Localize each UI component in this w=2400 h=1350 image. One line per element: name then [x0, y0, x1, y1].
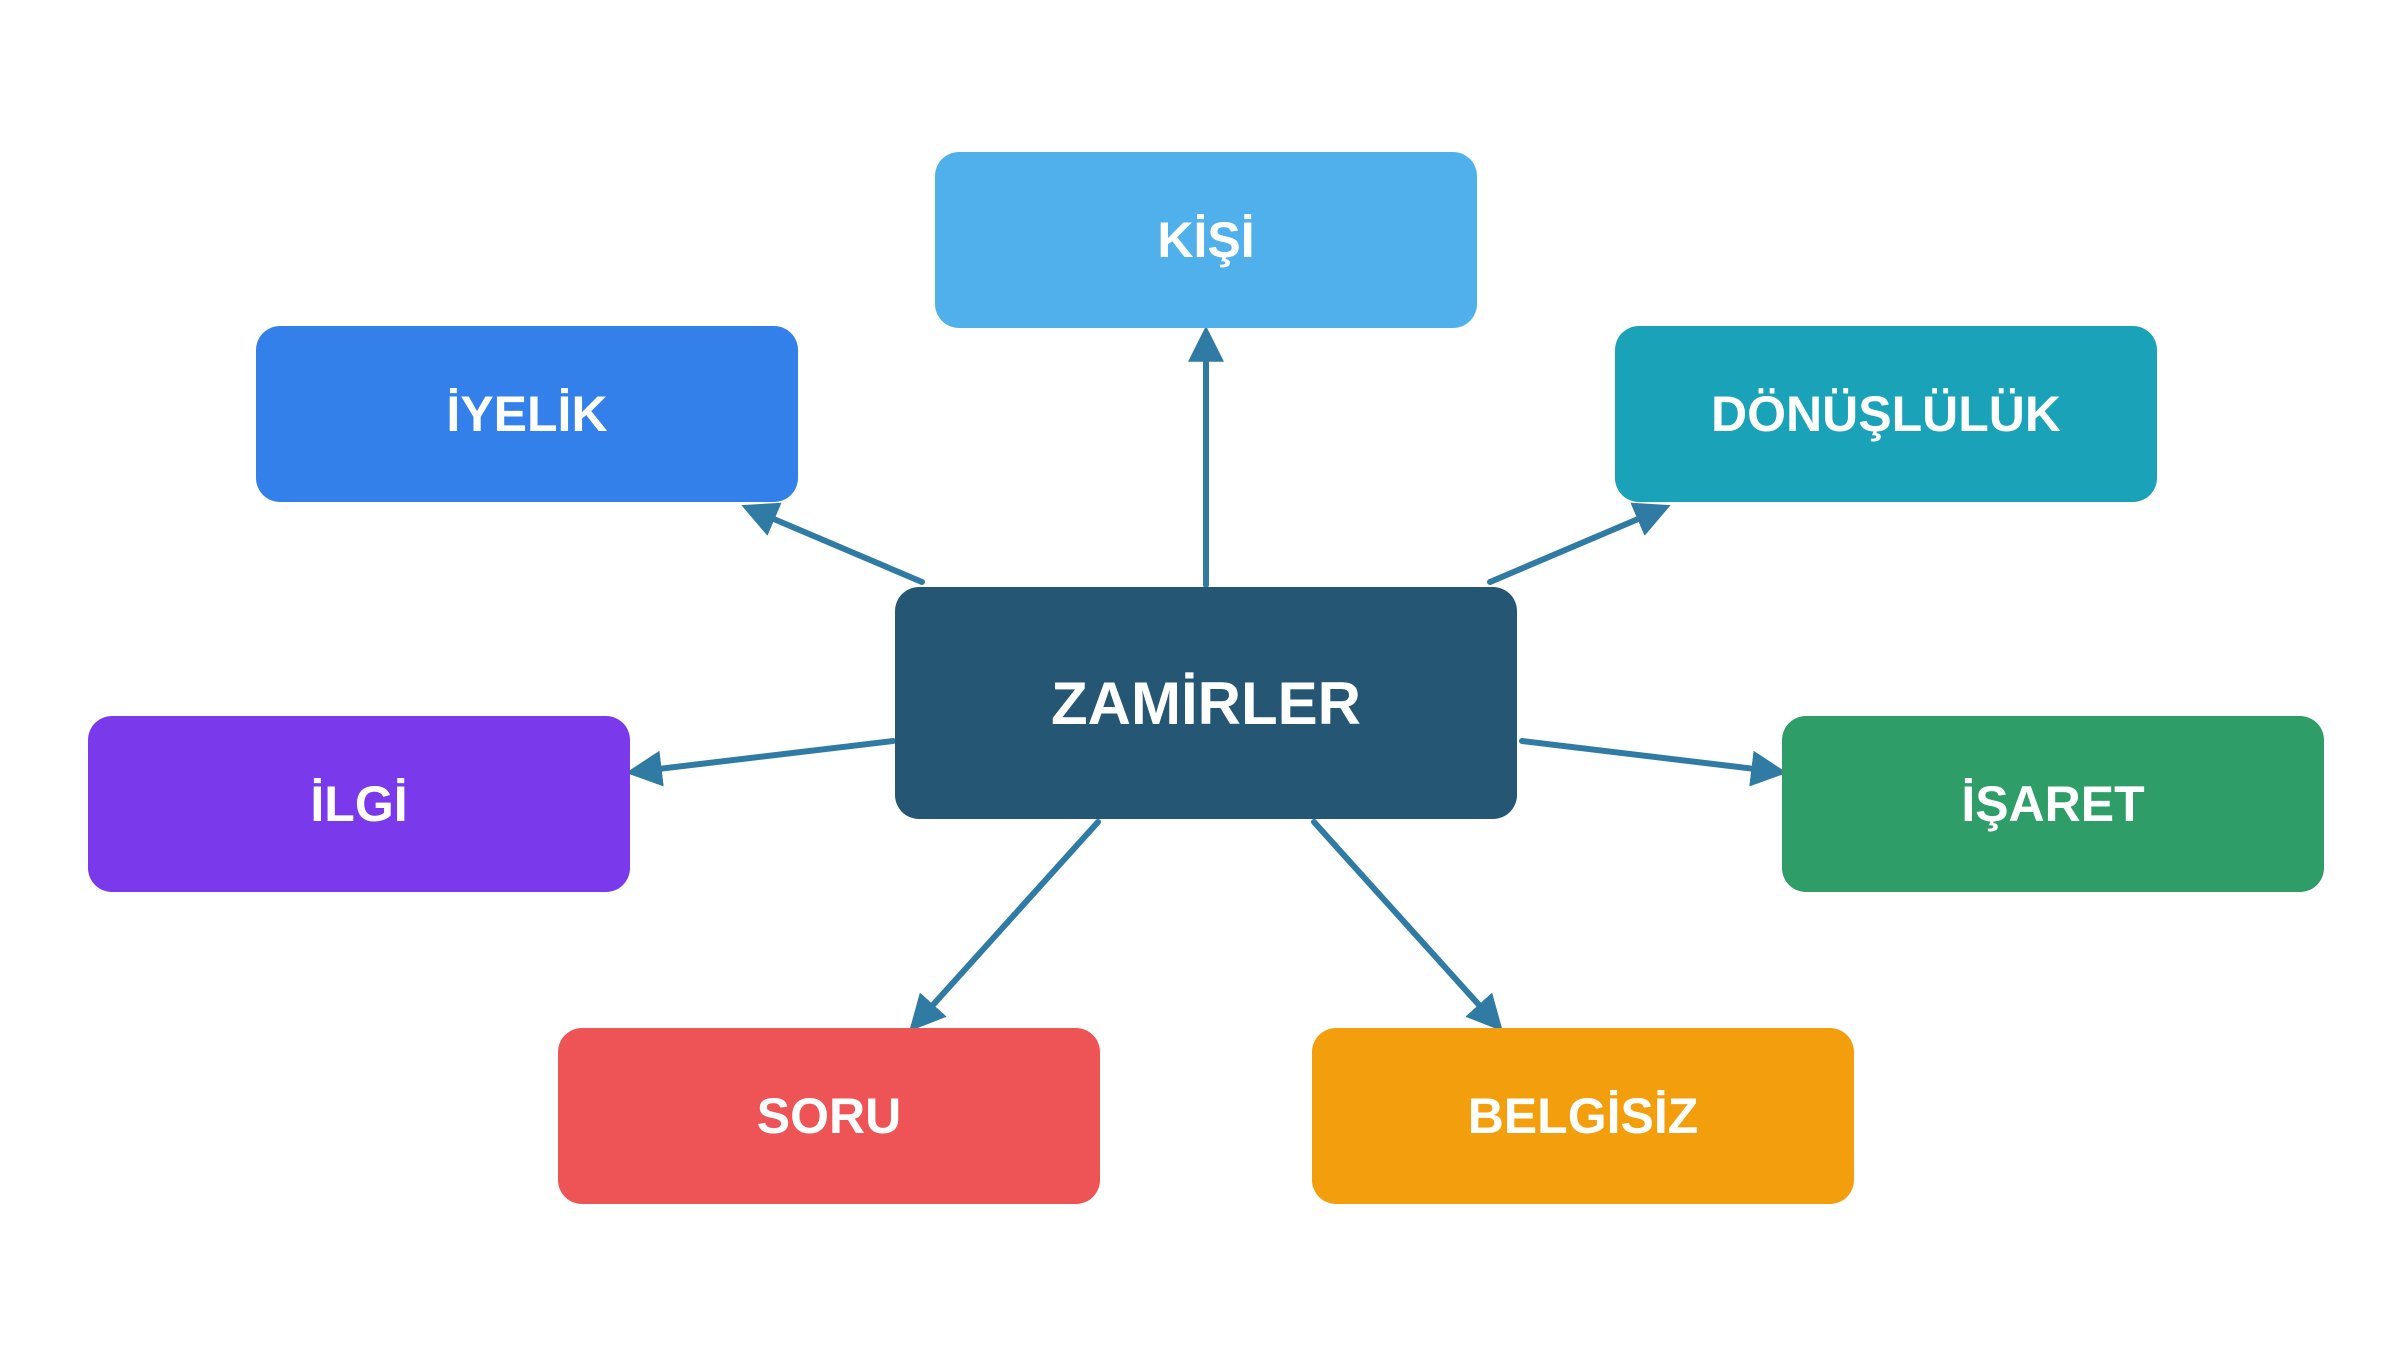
center-node-zamirler: ZAMİRLER	[895, 587, 1517, 819]
node-ilgi: İLGİ	[88, 716, 630, 892]
arrow-center-to-ilgi	[625, 738, 896, 787]
arrow-center-to-belgisiz	[1311, 819, 1503, 1032]
node-isaret: İŞARET	[1782, 716, 2324, 892]
node-kisi: KİŞİ	[935, 152, 1477, 328]
node-belgisiz: BELGİSİZ	[1312, 1028, 1854, 1204]
arrow-center-to-soru	[909, 819, 1101, 1032]
node-donusluluk: DÖNÜŞLÜLÜK	[1615, 326, 2157, 502]
node-soru: SORU	[558, 1028, 1100, 1204]
arrow-center-to-iyelik	[741, 502, 925, 585]
arrow-center-to-isaret	[1519, 738, 1788, 787]
arrow-center-to-donusluluk	[1487, 502, 1671, 585]
node-iyelik: İYELİK	[256, 326, 798, 502]
